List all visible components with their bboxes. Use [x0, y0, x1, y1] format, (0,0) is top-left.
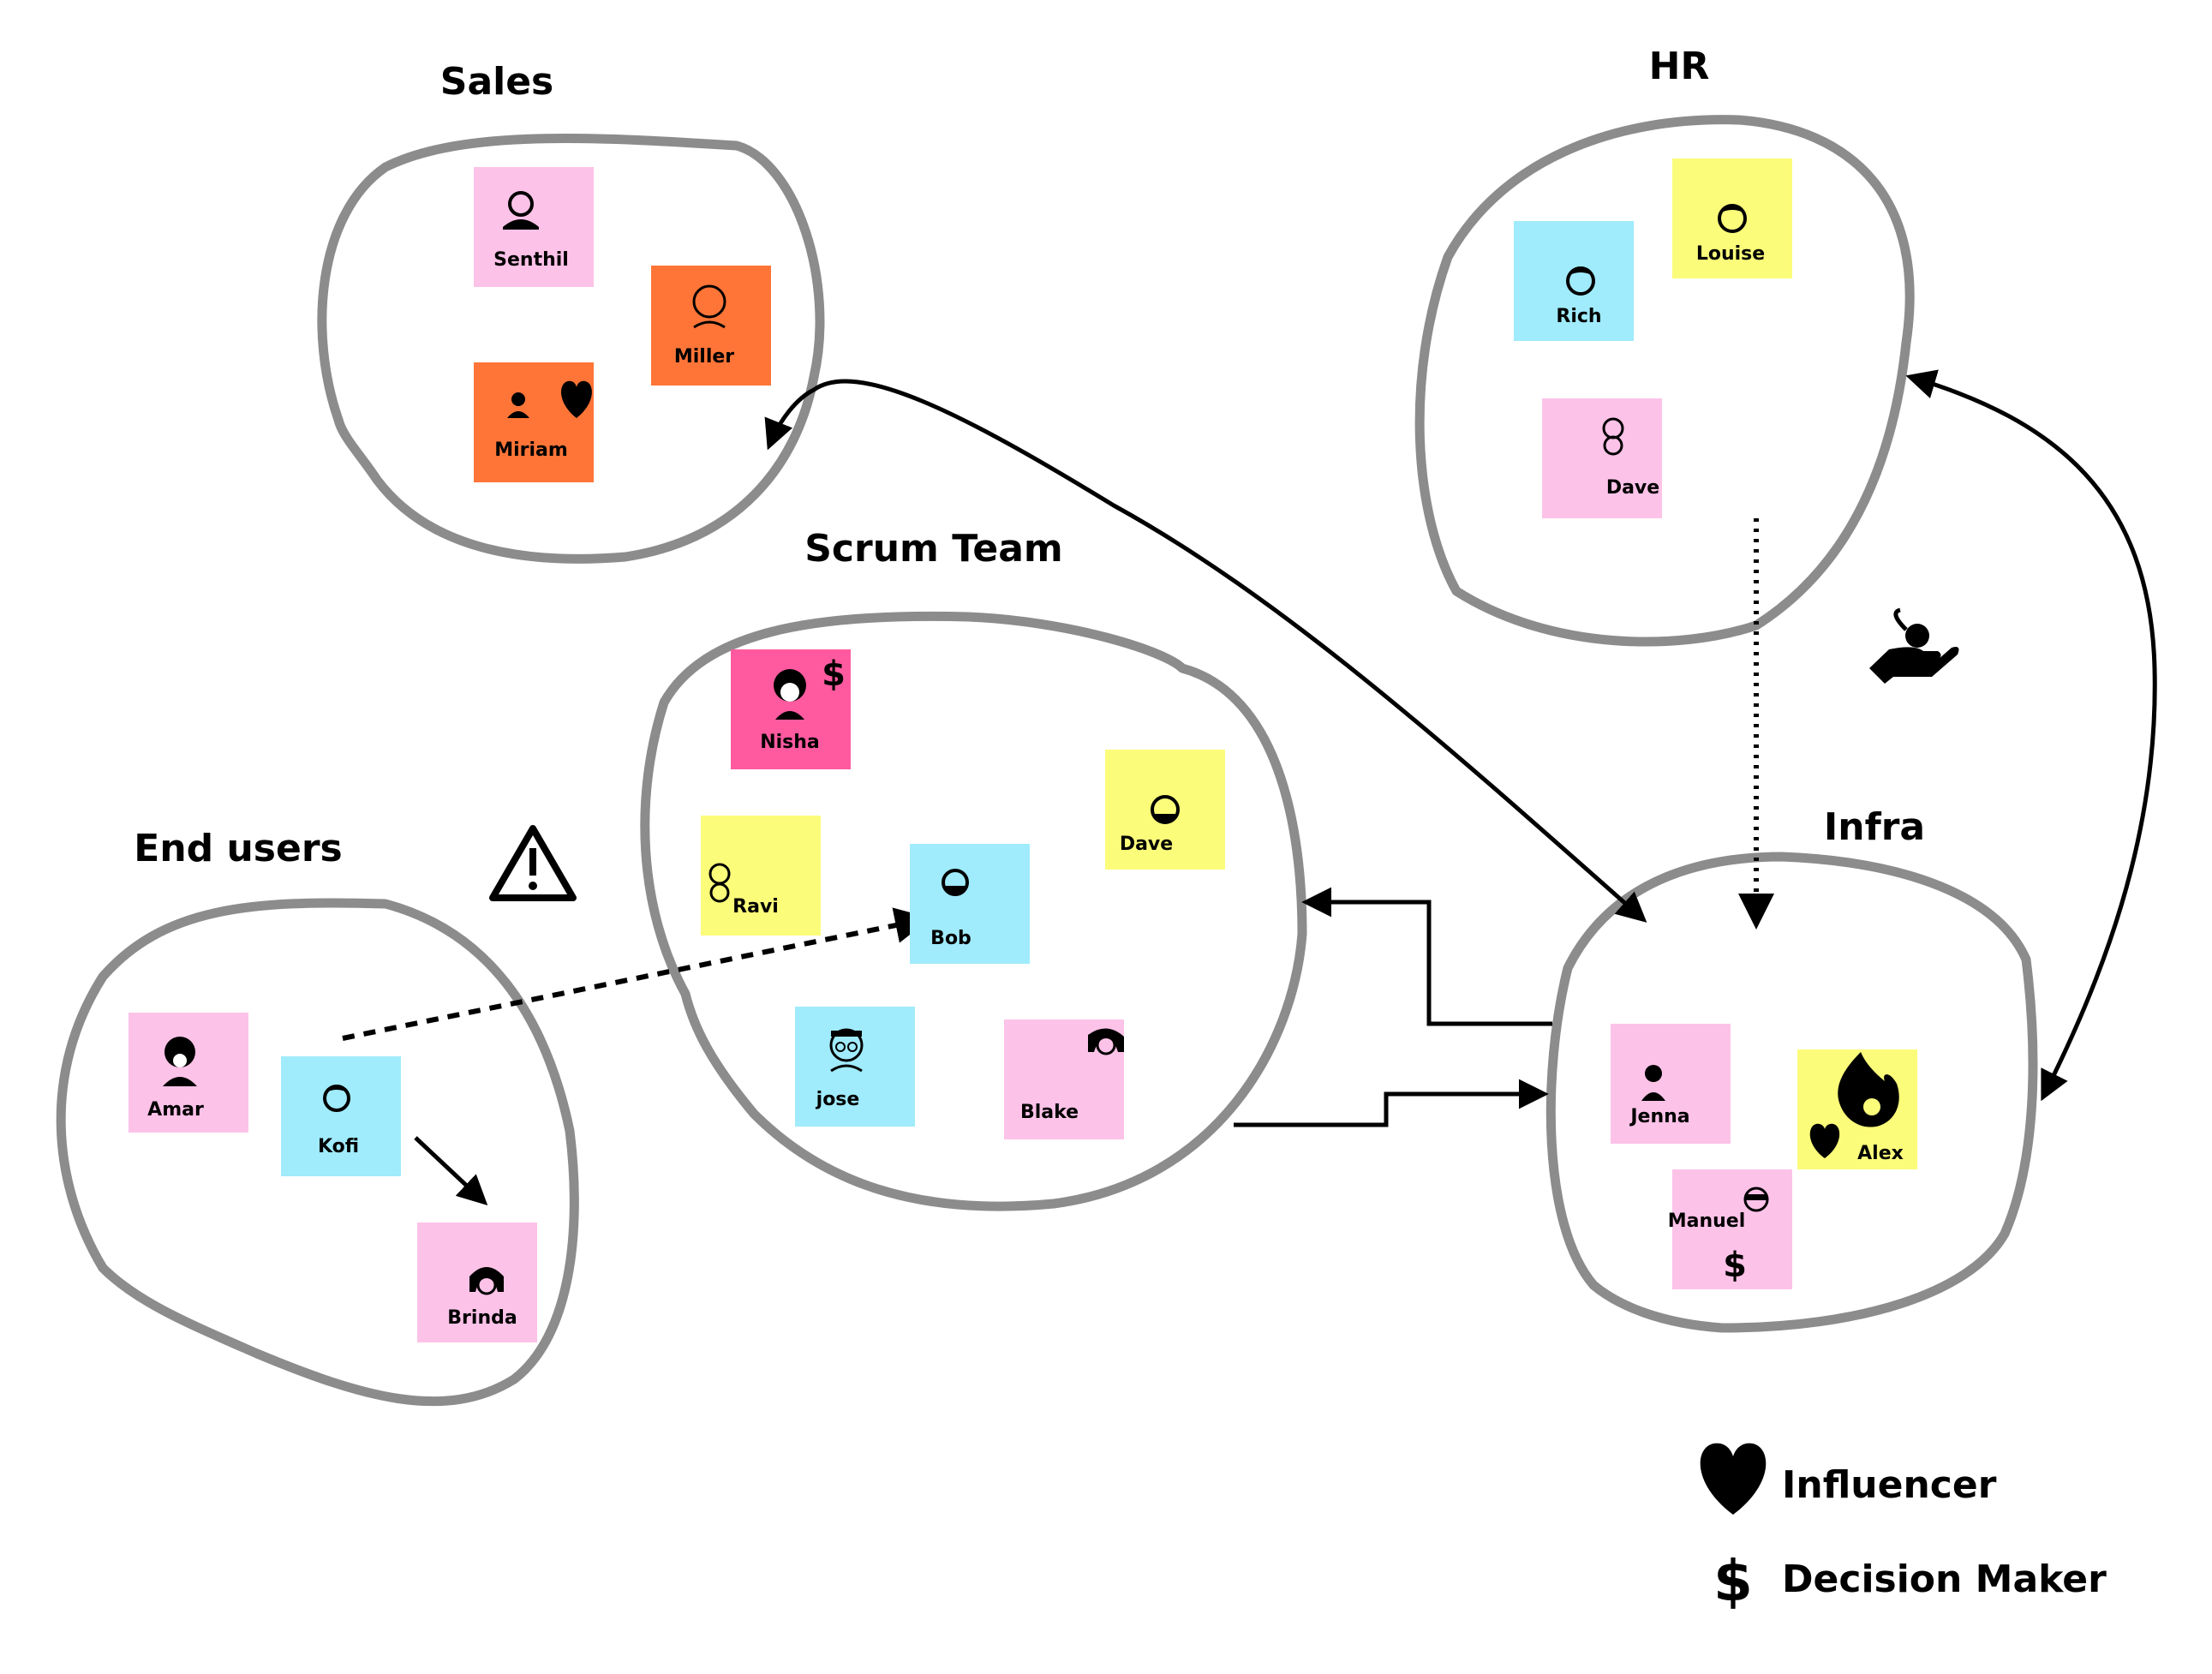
legend-influencer-label: Influencer	[1782, 1463, 1997, 1507]
hr-group-boundary[interactable]	[1414, 115, 1915, 647]
sticky-note-rich[interactable]: Rich	[1514, 221, 1634, 341]
baby-face-icon	[692, 284, 726, 329]
sticky-note-bob[interactable]: Bob	[910, 844, 1030, 964]
sticky-note-miller[interactable]: Miller	[651, 266, 771, 386]
bald-beard-face-icon	[942, 869, 969, 896]
note-label: Brinda	[447, 1307, 517, 1329]
note-label: Ravi	[732, 896, 779, 918]
woman-curly-hair-icon	[774, 669, 806, 720]
heart-icon	[561, 380, 592, 418]
sales-group-boundary[interactable]	[317, 133, 825, 564]
note-label: Jenna	[1629, 1106, 1689, 1127]
group-title-scrum-team: Scrum Team	[804, 527, 1063, 571]
person-bust-icon	[503, 191, 539, 230]
sticky-note-amar[interactable]: Amar	[129, 1013, 248, 1133]
sticky-note-miriam[interactable]: Miriam	[474, 362, 594, 482]
hand-plant-icon	[1869, 607, 1959, 684]
sticky-note-brinda[interactable]: Brinda	[417, 1223, 537, 1342]
turban-person-icon	[163, 1037, 197, 1086]
glasses-face-icon	[829, 1028, 864, 1073]
man-face-icon	[1566, 266, 1595, 296]
baby-face-icon	[708, 863, 731, 903]
note-label: Miriam	[494, 439, 568, 461]
heart-icon	[1809, 1123, 1840, 1158]
note-label: Blake	[1020, 1102, 1079, 1123]
legend-decision-maker-label: Decision Maker	[1782, 1557, 2107, 1601]
sticky-note-dave-scrum[interactable]: Dave	[1105, 750, 1225, 870]
connector-infra-scrum[interactable]	[1301, 887, 1552, 1026]
dollar-icon: $	[1713, 1548, 1753, 1614]
warning-triangle-icon	[489, 825, 577, 901]
bald-beard-face-icon	[1151, 795, 1180, 824]
sunglasses-face-icon	[1743, 1187, 1769, 1212]
sticky-note-kofi[interactable]: Kofi	[281, 1056, 401, 1176]
sticky-note-dave-hr[interactable]: Dave	[1542, 398, 1662, 518]
legend: Influencer $ Decision Maker	[1700, 1443, 2107, 1614]
note-label: Senthil	[493, 249, 569, 271]
man-face-icon	[1718, 204, 1747, 233]
note-label: Manuel	[1668, 1211, 1746, 1232]
note-label: Louise	[1696, 243, 1765, 265]
note-label: Rich	[1556, 306, 1601, 327]
sticky-note-manuel[interactable]: Manuel $	[1668, 1169, 1792, 1289]
dollar-icon: $	[1723, 1246, 1747, 1285]
man-face-icon	[323, 1085, 350, 1112]
dollar-icon: $	[822, 655, 846, 694]
woman-face-icon	[1088, 1028, 1124, 1055]
sticky-note-alex[interactable]: Alex	[1797, 1049, 1917, 1169]
note-label: Bob	[930, 928, 971, 949]
note-label: Alex	[1857, 1143, 1904, 1164]
end-users-group-boundary[interactable]	[56, 898, 579, 1407]
connector-hr-infra[interactable]	[1905, 369, 2157, 1102]
connector-scrum-infra[interactable]	[1234, 1079, 1549, 1127]
sticky-note-ravi[interactable]: Ravi	[701, 816, 821, 936]
note-label: Miller	[674, 346, 734, 368]
baby-face-icon	[1602, 417, 1624, 456]
note-label: jose	[816, 1089, 860, 1110]
group-title-hr: HR	[1649, 45, 1710, 88]
sticky-note-jose[interactable]: jose	[795, 1007, 915, 1127]
connector-kofi-bob[interactable]	[342, 907, 931, 1041]
connector-kofi-brinda[interactable]	[414, 1136, 488, 1205]
woman-face-icon	[469, 1267, 504, 1295]
person-icon	[1641, 1065, 1665, 1101]
note-label: Nisha	[760, 732, 820, 753]
sticky-note-nisha[interactable]: $ Nisha	[731, 649, 851, 769]
note-label: Dave	[1120, 834, 1173, 855]
group-title-end-users: End users	[134, 827, 342, 870]
sticky-note-blake[interactable]: Blake	[1004, 1019, 1124, 1139]
fire-devil-icon	[1838, 1052, 1899, 1127]
note-label: Dave	[1606, 477, 1659, 499]
group-title-infra: Infra	[1824, 805, 1925, 849]
group-title-sales: Sales	[440, 60, 554, 104]
note-label: Kofi	[318, 1136, 359, 1157]
sticky-note-louise[interactable]: Louise	[1672, 158, 1792, 278]
sticky-note-senthil[interactable]: Senthil	[474, 167, 594, 287]
person-icon	[507, 392, 529, 418]
note-label: Amar	[147, 1099, 204, 1121]
connector-infra-sales[interactable]	[764, 379, 1647, 923]
heart-icon	[1700, 1443, 1767, 1515]
sticky-note-jenna[interactable]: Jenna	[1611, 1024, 1731, 1144]
